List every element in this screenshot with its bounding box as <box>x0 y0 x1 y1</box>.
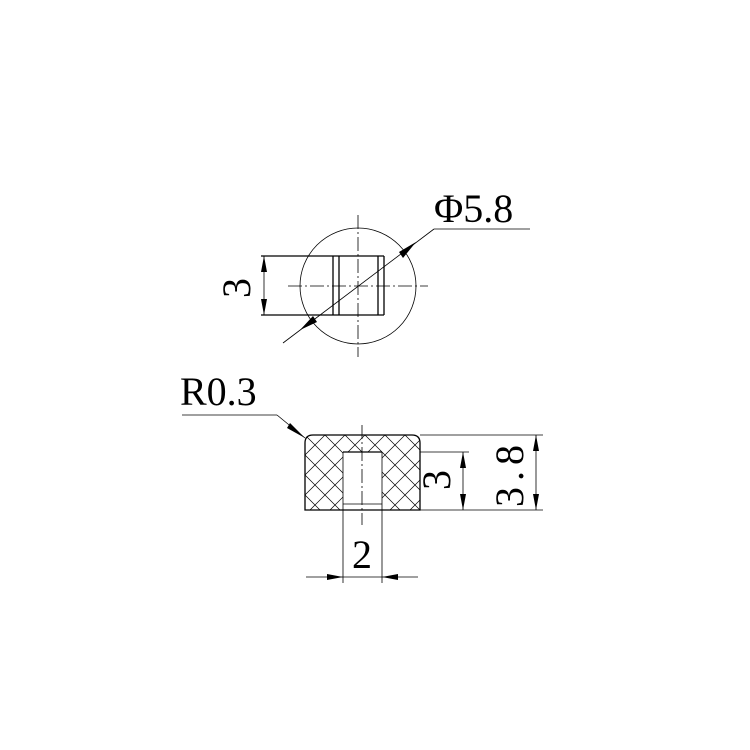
section-view: R0.3 3 3.8 2 <box>180 369 543 583</box>
width-dimension: 3 <box>214 256 267 315</box>
arrow-down-icon <box>533 494 539 510</box>
arrow-up-icon <box>460 452 466 468</box>
arrow-left-icon <box>382 574 398 580</box>
arrow-down-icon <box>261 299 267 315</box>
arrow-down-icon <box>460 494 466 510</box>
hatched-body <box>305 435 420 510</box>
body-outline <box>304 434 421 511</box>
diameter-label: Φ5.8 <box>434 186 513 231</box>
arrow-icon <box>287 423 305 438</box>
hole-depth-label: 3 <box>414 470 459 490</box>
radius-label: R0.3 <box>180 369 257 414</box>
hole-width-dimension: 2 <box>306 532 418 580</box>
arrow-icon <box>399 242 416 258</box>
arrow-up-icon <box>533 435 539 451</box>
arrow-up-icon <box>261 256 267 272</box>
width-dimension-label: 3 <box>214 278 259 298</box>
total-height-label: 3.8 <box>487 439 532 507</box>
arrow-right-icon <box>327 574 343 580</box>
diameter-dimension: Φ5.8 <box>282 186 530 344</box>
total-height-dimension: 3.8 <box>487 435 539 510</box>
arrow-icon <box>300 316 317 330</box>
radius-callout: R0.3 <box>180 369 306 439</box>
hole-width-label: 2 <box>352 532 372 577</box>
top-view: 3 Φ5.8 <box>214 186 530 357</box>
hole-depth-dimension: 3 <box>414 452 466 510</box>
